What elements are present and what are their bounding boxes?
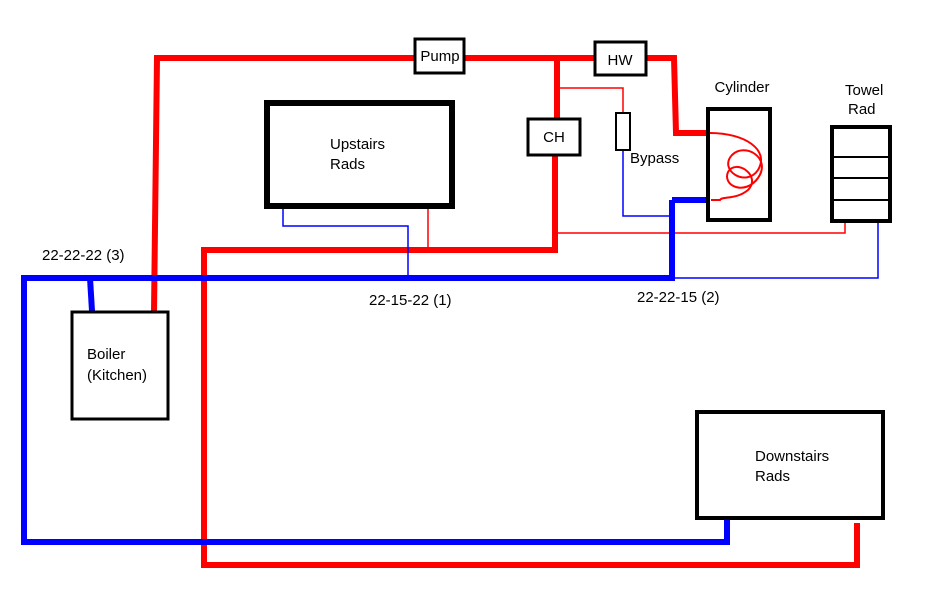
towel-rad: Towel Rad — [830, 82, 892, 223]
pump: Pump — [413, 37, 466, 75]
boiler: Boiler (Kitchen) — [70, 310, 170, 421]
junction-label-2: 22-22-15 (2) — [637, 289, 720, 306]
hw-valve: HW — [593, 40, 648, 77]
junction-label-1: 22-15-22 (1) — [369, 292, 452, 309]
ch-main-flow-pipe — [201, 155, 860, 568]
towel-rad-label-line2: Rad — [848, 101, 876, 118]
return-pipes — [21, 150, 879, 545]
upstairs-rads: Upstairs Rads — [264, 100, 455, 209]
towel-rad-label-line1: Towel — [845, 82, 883, 99]
towel-rad-return-pipe — [672, 221, 879, 279]
junction-label-3: 22-22-22 (3) — [42, 247, 125, 264]
hw-to-cylinder-pipe — [646, 55, 710, 136]
bypass-feed-pipe — [557, 87, 624, 113]
bypass-valve-box — [615, 112, 631, 151]
upstairs-rads-label-line1: Upstairs — [330, 136, 385, 153]
cylinder: Cylinder — [706, 79, 772, 222]
bypass-return-pipe — [622, 150, 672, 217]
boiler-label-line1: Boiler — [87, 346, 125, 363]
ch-valve-label: CH — [543, 129, 565, 146]
hw-valve-box — [593, 40, 648, 77]
boiler-flow-pipe — [151, 55, 415, 313]
pump-box — [413, 37, 466, 75]
towel-rad-box — [830, 125, 892, 223]
downstairs-rads-box — [695, 410, 885, 520]
main-return-pipe — [21, 200, 730, 545]
downstairs-rads-label-line2: Rads — [755, 468, 790, 485]
ch-valve-box — [526, 117, 582, 157]
upstairs-rads-label-line2: Rads — [330, 156, 365, 173]
upstairs-return-pipe — [282, 206, 409, 278]
cylinder-coil — [709, 132, 763, 201]
towel-rad-flow-pipe — [557, 221, 846, 234]
bypass-valve: Bypass — [615, 112, 679, 167]
bypass-label: Bypass — [630, 150, 679, 167]
downstairs-rads: Downstairs Rads — [695, 410, 885, 520]
upstairs-rads-box — [264, 100, 455, 209]
boiler-box — [70, 310, 170, 421]
cylinder-label: Cylinder — [714, 79, 769, 96]
pump-label: Pump — [420, 48, 459, 65]
boiler-label-line2: (Kitchen) — [87, 367, 147, 384]
ch-valve: CH — [526, 117, 582, 157]
boiler-return-pipe — [87, 277, 95, 312]
flow-pipes — [151, 55, 860, 568]
cylinder-box — [706, 107, 772, 222]
hw-valve-label: HW — [608, 52, 634, 69]
downstairs-rads-label-line1: Downstairs — [755, 448, 829, 465]
